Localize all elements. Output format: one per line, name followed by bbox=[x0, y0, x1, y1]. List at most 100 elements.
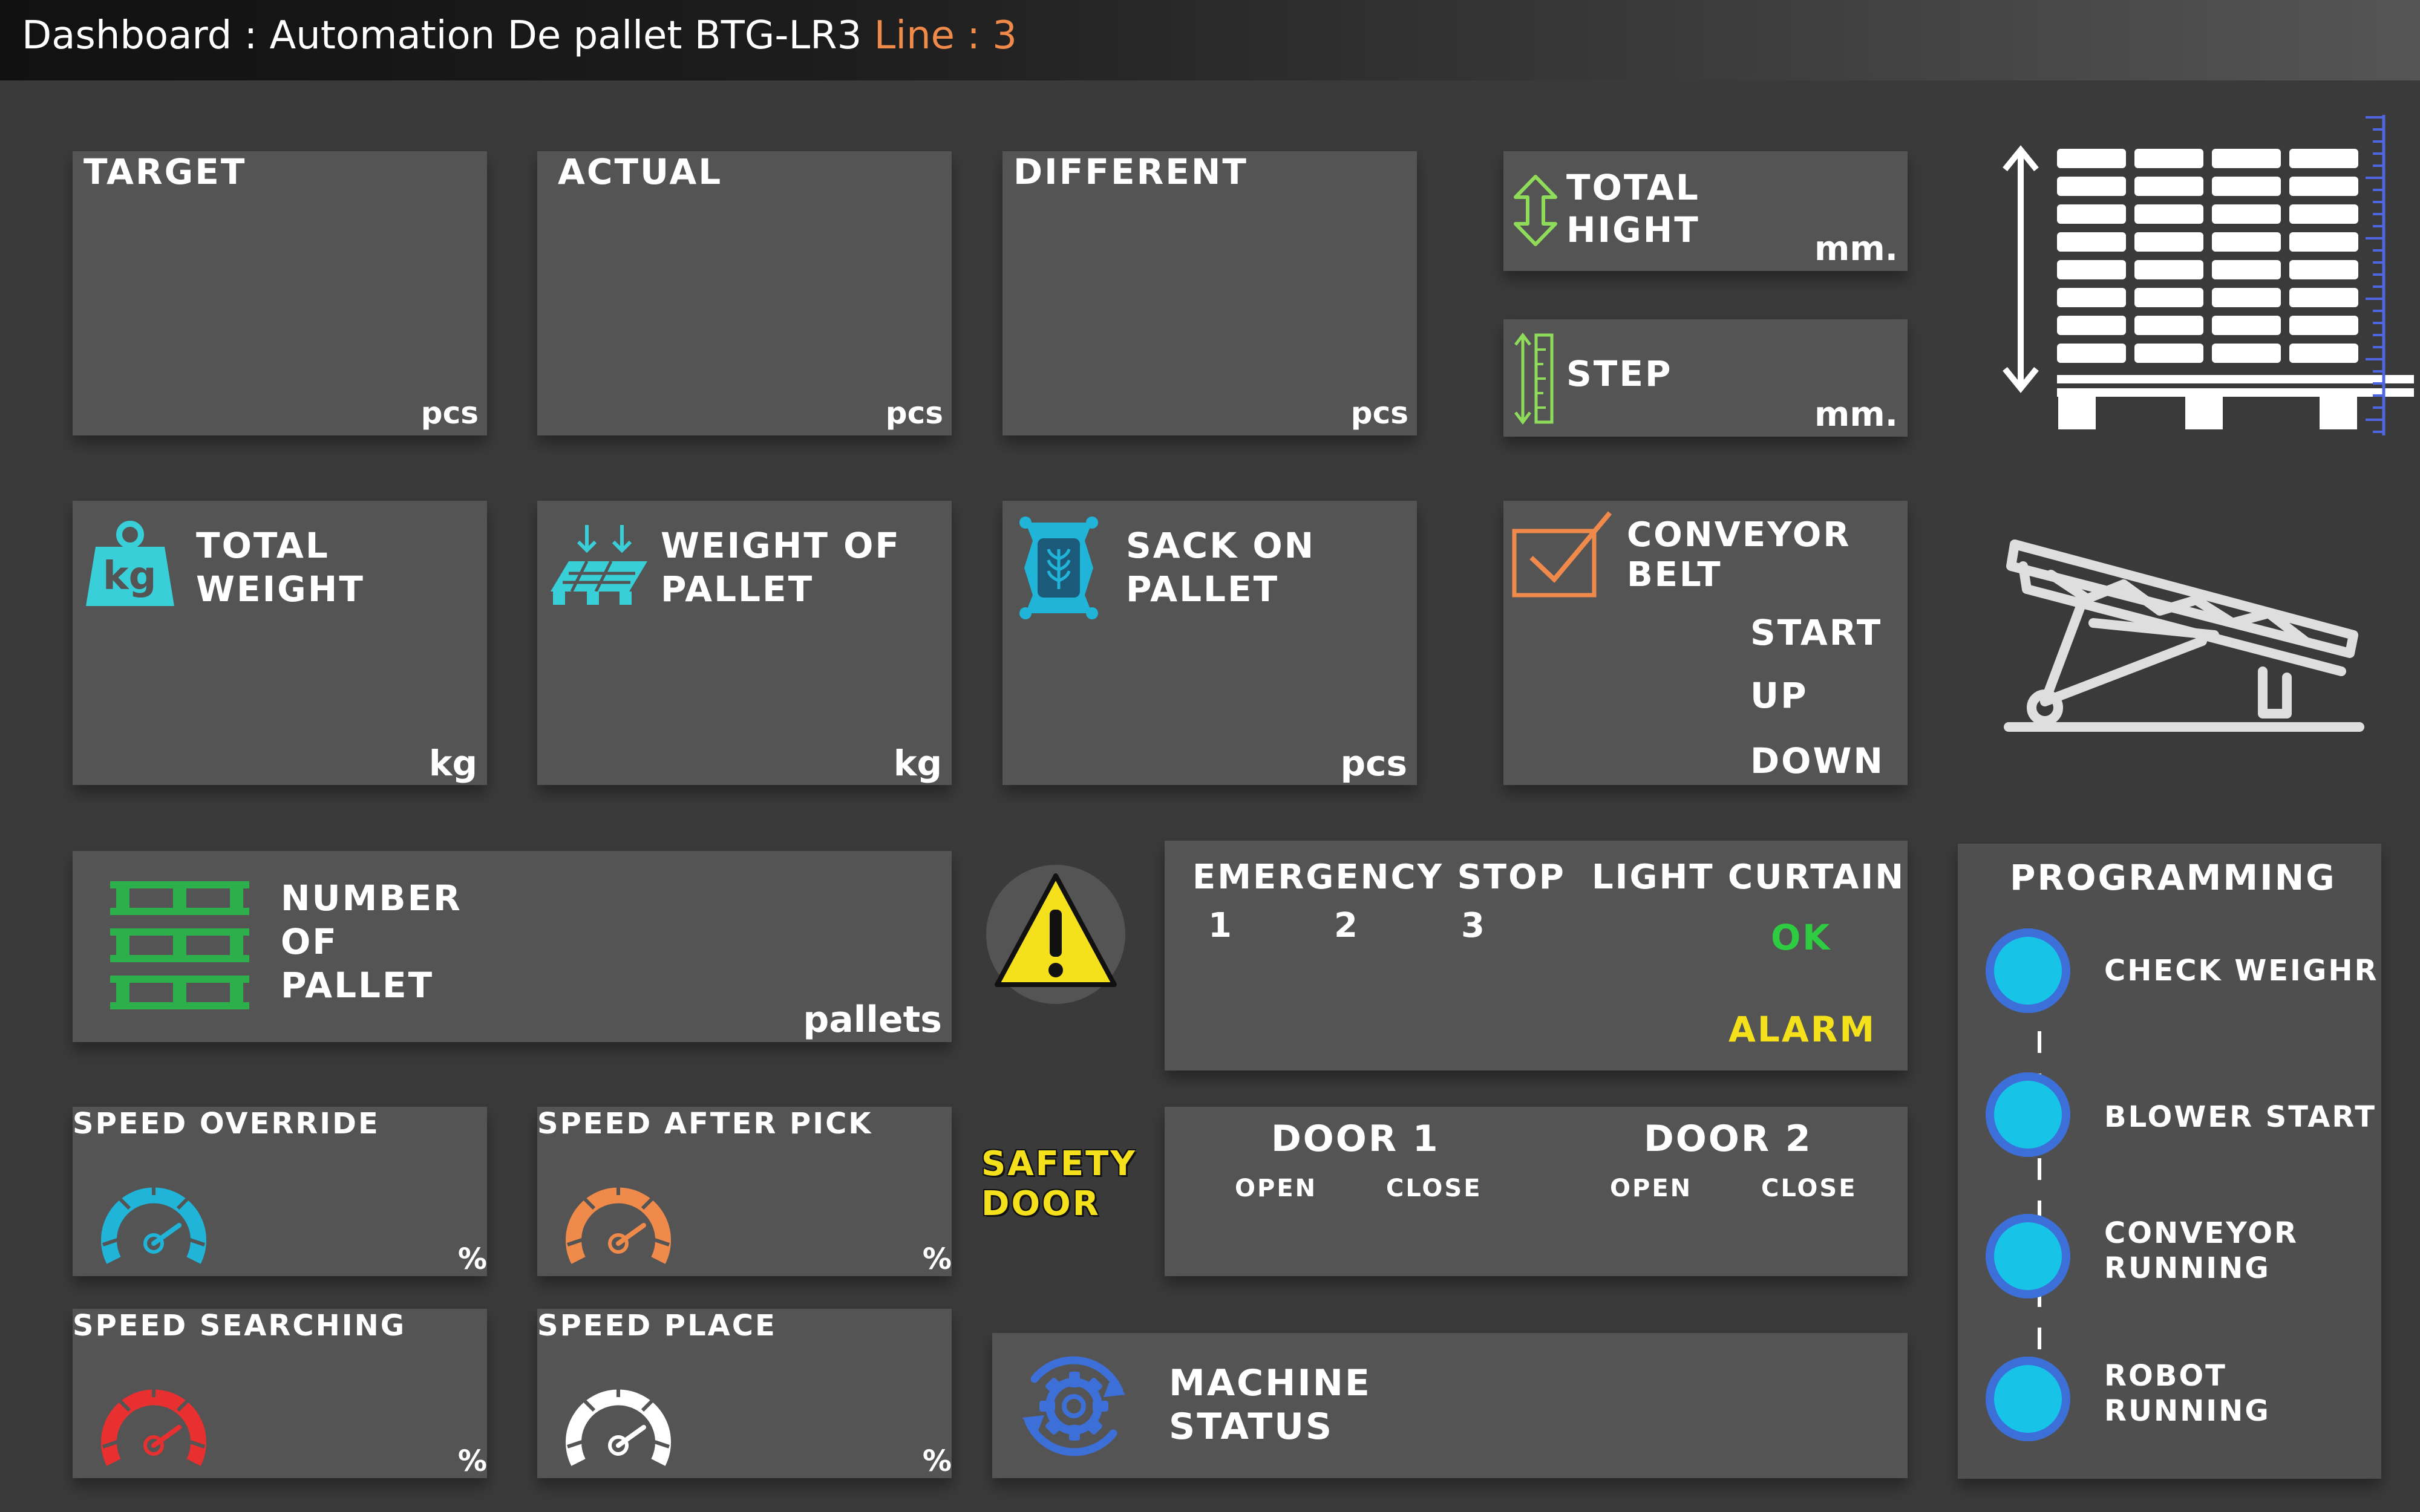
sack-block bbox=[2289, 316, 2358, 335]
door2-open: OPEN bbox=[1610, 1175, 1693, 1202]
sack-block bbox=[2057, 288, 2126, 307]
light-curtain-ok: OK bbox=[1771, 917, 1832, 958]
total-height-card: TOTAL HIGHT mm. bbox=[1503, 151, 1908, 271]
sack-block bbox=[2057, 260, 2126, 279]
warning-icon bbox=[986, 865, 1125, 1004]
step-robot-running: ROBOT RUNNING bbox=[1986, 1357, 2373, 1465]
sack-block bbox=[2057, 204, 2126, 224]
speed-place-card: SPEED PLACE % bbox=[537, 1309, 952, 1478]
total-weight-unit: kg bbox=[428, 743, 477, 784]
door-status-card: DOOR 1 OPEN CLOSE DOOR 2 OPEN CLOSE bbox=[1165, 1107, 1908, 1276]
step-label: BLOWER START bbox=[2104, 1100, 2376, 1134]
number-of-pallet-card: NUMBER OF PALLET pallets bbox=[73, 851, 952, 1042]
sack-block bbox=[2134, 204, 2203, 224]
door1-open: OPEN bbox=[1235, 1175, 1318, 1202]
programming-connector bbox=[2038, 989, 2041, 1382]
step-label-2: RUNNING bbox=[2104, 1394, 2271, 1428]
sack-block bbox=[2212, 149, 2281, 168]
speed-place-label: SPEED PLACE bbox=[537, 1309, 777, 1343]
step-check-weighr: CHECK WEIGHR bbox=[1986, 928, 2376, 1037]
door2-close: CLOSE bbox=[1761, 1175, 1857, 1202]
sack-on-pallet-unit: pcs bbox=[1340, 743, 1407, 784]
speedometer-icon-override bbox=[101, 1181, 206, 1264]
door2-label: DOOR 2 bbox=[1644, 1118, 1813, 1160]
sack-block bbox=[2212, 260, 2281, 279]
sack-icon bbox=[1019, 516, 1098, 619]
weight-of-pallet-label-1: WEIGHT OF bbox=[661, 525, 901, 566]
sack-block bbox=[2057, 177, 2126, 196]
step-indicator bbox=[1986, 1072, 2070, 1157]
emergency-stop-2: 2 bbox=[1334, 906, 1359, 945]
actual-label: ACTUAL bbox=[558, 151, 723, 192]
ruler-icon bbox=[1514, 332, 1554, 425]
number-of-pallet-unit: pallets bbox=[803, 999, 942, 1041]
door1-label: DOOR 1 bbox=[1271, 1118, 1440, 1160]
weight-of-pallet-unit: kg bbox=[893, 743, 942, 784]
total-height-label-2: HIGHT bbox=[1566, 209, 1700, 250]
sack-block bbox=[2289, 232, 2358, 252]
speedometer-icon-place bbox=[566, 1383, 671, 1466]
number-of-pallet-label-2: OF bbox=[281, 921, 338, 962]
sack-on-pallet-card: SACK ON PALLET pcs bbox=[1002, 501, 1417, 785]
total-height-unit: mm. bbox=[1814, 229, 1898, 269]
sack-block bbox=[2057, 344, 2126, 363]
machine-status-label-1: MACHINE bbox=[1169, 1362, 1372, 1404]
total-weight-label-1: TOTAL bbox=[196, 525, 330, 566]
sack-block bbox=[2212, 316, 2281, 335]
programming-panel: PROGRAMMING CHECK WEIGHR BLOWER START CO… bbox=[1958, 844, 2381, 1479]
speedometer-icon-searching bbox=[101, 1383, 206, 1466]
conveyor-start-label: START bbox=[1750, 612, 1883, 653]
pallet-stack-icon bbox=[110, 881, 249, 1009]
speed-after-pick-card: SPEED AFTER PICK % bbox=[537, 1107, 952, 1276]
emergency-stop-1: 1 bbox=[1208, 906, 1234, 945]
number-of-pallet-label-1: NUMBER bbox=[281, 878, 462, 919]
speed-after-pick-unit: % bbox=[922, 1242, 952, 1276]
step-label-1: CONVEYOR bbox=[2104, 1216, 2298, 1250]
sack-block bbox=[2212, 232, 2281, 252]
light-curtain-alarm: ALARM bbox=[1728, 1009, 1877, 1050]
sack-block bbox=[2134, 344, 2203, 363]
sack-block bbox=[2134, 316, 2203, 335]
sack-block bbox=[2289, 288, 2358, 307]
line-label: Line : 3 bbox=[874, 13, 1017, 58]
sack-block bbox=[2212, 288, 2281, 307]
target-label: TARGET bbox=[83, 151, 247, 192]
target-card: TARGET pcs bbox=[73, 151, 487, 435]
safety-door-label-2: DOOR bbox=[981, 1184, 1100, 1224]
sack-block bbox=[2134, 232, 2203, 252]
conveyor-belt-card: CONVEYOR BELT START UP DOWN bbox=[1503, 501, 1908, 785]
page-title-text: Dashboard : Automation De pallet BTG-LR3 bbox=[22, 13, 862, 58]
light-curtain-label: LIGHT CURTAIN bbox=[1592, 858, 1906, 897]
sack-block bbox=[2134, 260, 2203, 279]
step-conveyor-running: CONVEYOR RUNNING bbox=[1986, 1214, 2373, 1323]
weight-of-pallet-label-2: PALLET bbox=[661, 569, 814, 610]
conveyor-down-label: DOWN bbox=[1750, 740, 1885, 781]
kg-icon-text: kg bbox=[103, 554, 157, 599]
speed-override-unit: % bbox=[457, 1242, 487, 1276]
speed-override-card: SPEED OVERRIDE % bbox=[73, 1107, 487, 1276]
speed-searching-label: SPEED SEARCHING bbox=[73, 1309, 407, 1343]
emergency-stop-3: 3 bbox=[1461, 906, 1486, 945]
door1-close: CLOSE bbox=[1386, 1175, 1482, 1202]
programming-title: PROGRAMMING bbox=[2010, 857, 2337, 898]
sack-on-pallet-label-2: PALLET bbox=[1126, 569, 1280, 610]
step-indicator bbox=[1986, 1214, 2070, 1299]
sack-block bbox=[2212, 344, 2281, 363]
speed-place-unit: % bbox=[922, 1444, 952, 1478]
different-card: DIFFERENT pcs bbox=[1002, 151, 1417, 435]
sack-block bbox=[2134, 288, 2203, 307]
actual-card: ACTUAL pcs bbox=[537, 151, 952, 435]
actual-unit: pcs bbox=[885, 396, 943, 431]
sack-block bbox=[2212, 204, 2281, 224]
step-indicator bbox=[1986, 1357, 2070, 1441]
step-label-2: RUNNING bbox=[2104, 1251, 2271, 1285]
sack-block bbox=[2289, 149, 2358, 168]
total-weight-label-2: WEIGHT bbox=[196, 569, 365, 610]
sack-block bbox=[2212, 177, 2281, 196]
page-title: Dashboard : Automation De pallet BTG-LR3… bbox=[22, 13, 1017, 58]
machine-status-card: MACHINE STATUS bbox=[992, 1333, 1908, 1478]
number-of-pallet-label-3: PALLET bbox=[281, 965, 434, 1006]
step-card: STEP mm. bbox=[1503, 319, 1908, 437]
emergency-stop-label: EMERGENCY STOP bbox=[1192, 858, 1566, 897]
sack-block bbox=[2289, 344, 2358, 363]
